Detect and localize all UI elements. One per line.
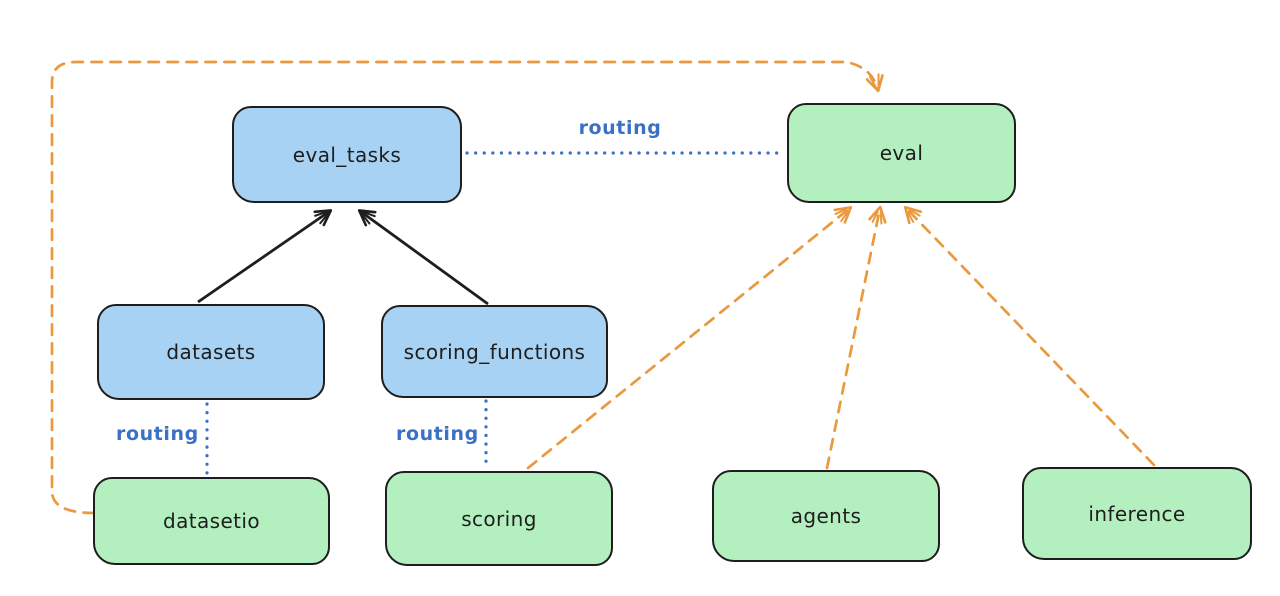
node-inference-label: inference bbox=[1088, 501, 1186, 526]
routing-label-datasets-datasetio: routing bbox=[116, 423, 199, 445]
edge-agents-to-eval bbox=[825, 205, 887, 470]
edge-inference-to-eval bbox=[904, 205, 1156, 467]
node-agents-label: agents bbox=[790, 504, 862, 528]
edge-datasetio-to-eval bbox=[50, 60, 884, 515]
node-datasets: datasets bbox=[97, 304, 325, 400]
node-scoring: scoring bbox=[385, 471, 613, 566]
node-datasets-label: datasets bbox=[166, 340, 256, 364]
node-scoring-functions: scoring_functions bbox=[381, 305, 608, 398]
node-datasetio-label: datasetio bbox=[162, 509, 260, 533]
node-inference: inference bbox=[1022, 467, 1252, 560]
node-agents: agents bbox=[712, 470, 940, 562]
node-eval-tasks: eval_tasks bbox=[232, 106, 462, 203]
edge-scoring-to-eval bbox=[526, 206, 853, 470]
node-eval-tasks-label: eval_tasks bbox=[292, 142, 402, 167]
node-scoring-label: scoring bbox=[461, 506, 537, 531]
edge-scoring_functions-to-eval_tasks bbox=[357, 209, 489, 306]
routing-label-eval-tasks-eval: routing bbox=[578, 117, 662, 139]
node-scoring-functions-label: scoring_functions bbox=[403, 339, 586, 364]
edge-datasets-to-eval_tasks bbox=[197, 209, 333, 304]
node-datasetio: datasetio bbox=[93, 477, 330, 565]
node-eval: eval bbox=[787, 103, 1016, 203]
node-eval-label: eval bbox=[879, 141, 924, 165]
routing-label-scoring-functions-scoring: routing bbox=[396, 423, 479, 445]
